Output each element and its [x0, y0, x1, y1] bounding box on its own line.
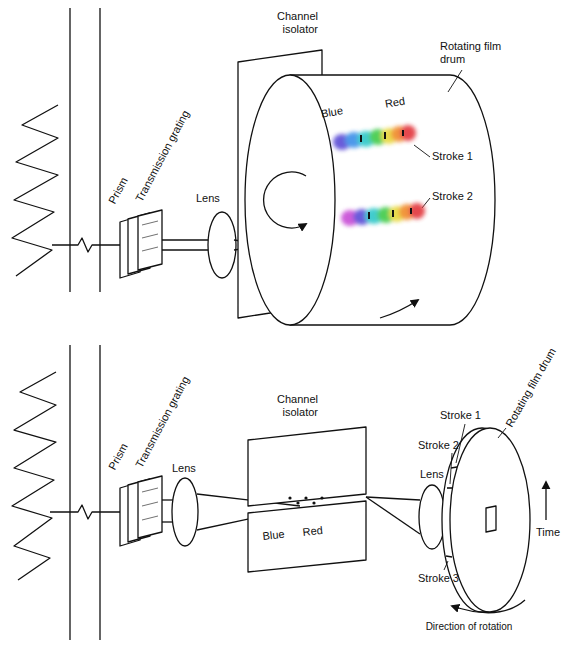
grating-plate [138, 210, 162, 270]
part-label: Lens [172, 462, 196, 475]
part-label: Stroke 3 [418, 572, 459, 585]
frame-line [99, 345, 100, 640]
lens [419, 485, 445, 549]
part-label: Red [302, 524, 323, 539]
ray [162, 249, 210, 250]
spectral-lines [360, 130, 412, 219]
part-label: Transmission grating [133, 108, 192, 204]
light-path [50, 505, 124, 519]
part-label: Transmission grating [133, 374, 192, 470]
leader-line [448, 70, 462, 92]
spectrum-smear [341, 203, 425, 226]
part-label: Stroke 1 [432, 150, 473, 163]
part-label: Lens [420, 468, 444, 481]
part-label: Blue [262, 528, 285, 543]
channel-isolator-plate [248, 427, 366, 506]
part-label: Time [536, 526, 560, 539]
grating-plate [138, 476, 162, 538]
part-label: Rotating film drum [440, 40, 518, 66]
part-label: Prism [106, 175, 131, 206]
part-label: Channel isolator [252, 10, 318, 36]
part-label: Channel isolator [252, 393, 318, 419]
stroke-mark [447, 487, 453, 489]
part-label: Lens [196, 192, 220, 205]
part-label: Stroke 2 [418, 439, 459, 452]
spectrum-smear [333, 125, 416, 150]
ray [366, 497, 420, 500]
frame-line [69, 8, 70, 292]
lens [208, 212, 236, 278]
rotation-arrow [452, 600, 525, 613]
part-label: Stroke 2 [432, 190, 473, 203]
lightning [12, 105, 58, 276]
leader-line [450, 453, 452, 484]
film-drum [450, 428, 530, 612]
part-label: Prism [106, 441, 131, 472]
frame-line [99, 8, 100, 292]
leader-line [444, 561, 448, 570]
ray [162, 239, 210, 240]
part-label: Rotating film drum [503, 346, 559, 430]
ray [366, 497, 420, 534]
part-label: Direction of rotation [424, 621, 514, 633]
leader-line [498, 428, 506, 438]
drum-slit [486, 506, 496, 532]
light-path [52, 238, 124, 252]
leader-line [414, 145, 430, 157]
rotation-arrow [380, 300, 418, 318]
part-label: Stroke 1 [440, 409, 481, 422]
stroke-mark [446, 556, 452, 557]
lens [172, 478, 198, 546]
stroke-mark [451, 467, 457, 468]
lightning [12, 372, 56, 580]
frame-line [69, 345, 70, 640]
rotation-arrow [264, 172, 306, 228]
time-arrow [545, 482, 546, 520]
channel-isolator-plate [248, 501, 366, 572]
